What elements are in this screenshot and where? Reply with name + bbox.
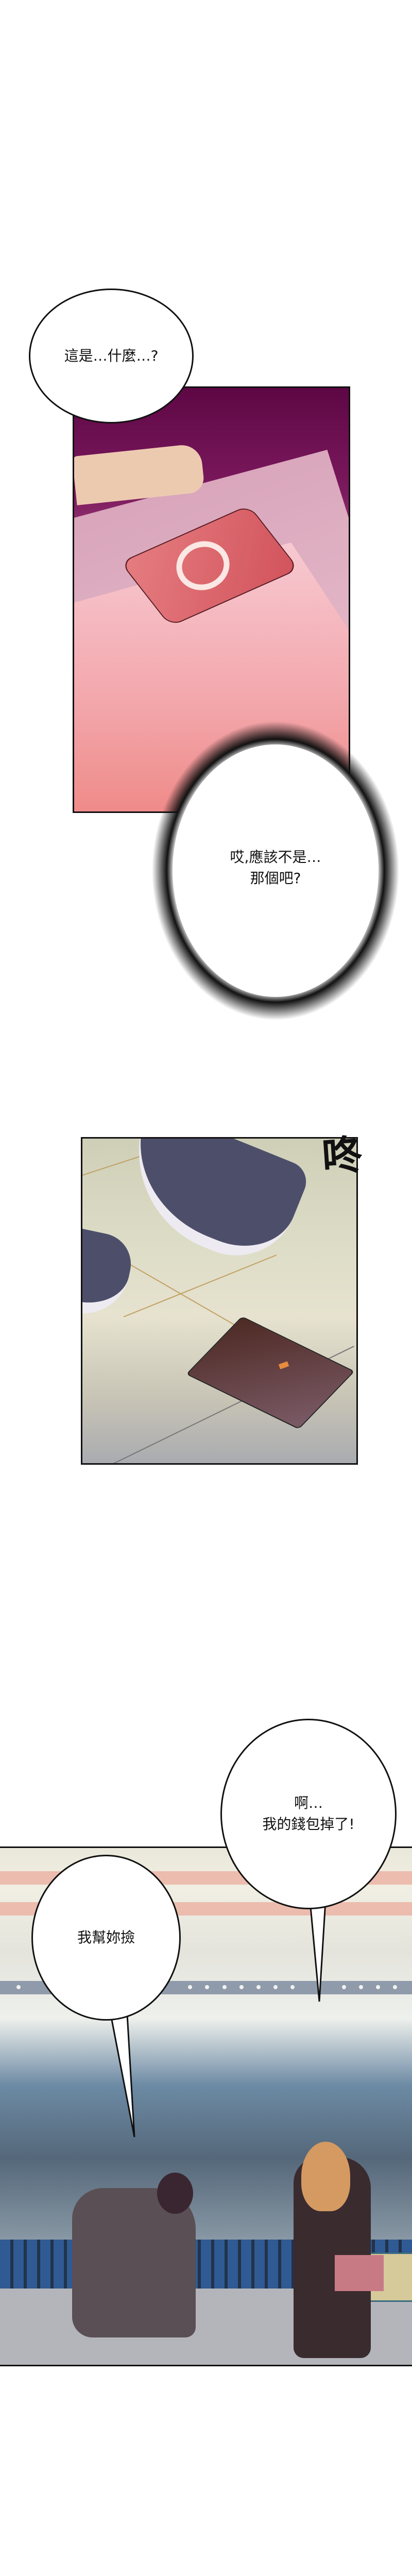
boy-head [157, 2173, 193, 2214]
bubble-text-line-1: 啊… [294, 1794, 323, 1812]
sneaker-left [82, 1224, 137, 1322]
rail-dot [16, 1985, 21, 1989]
rail-dot [188, 1985, 192, 1989]
rail-dot [256, 1985, 261, 1989]
rail-dot [342, 1985, 346, 1989]
speech-bubble-4: 我幫妳撿 [31, 1855, 181, 2021]
floor-tile-line [123, 1255, 277, 1317]
rail-dot [376, 1985, 380, 1989]
rail-dot [290, 1985, 295, 1989]
bubble-3-tail [309, 1901, 327, 2002]
rail-dot [359, 1985, 363, 1989]
spiky-bubble-2 [152, 721, 399, 1020]
bubble-text-line-2: 我的錢包掉了! [262, 1816, 355, 1833]
bubble-text: 這是…什麼…? [64, 347, 159, 364]
panel-2-wallet-drop [81, 1137, 358, 1465]
spiky-bubble-2-text: 哎,應該不是… 那個吧? [178, 801, 373, 935]
sfx-dong: 咚 [320, 1131, 364, 1181]
wallet [185, 1316, 355, 1430]
girl-hair [301, 2142, 350, 2211]
plaid-skirt [335, 2255, 384, 2291]
sneaker-right [108, 1139, 313, 1274]
bubble-text-line-2: 那個吧? [250, 870, 301, 887]
speech-bubble-3: 啊… 我的錢包掉了! [220, 1719, 397, 1909]
rail-dot [239, 1985, 244, 1989]
rail-dot [393, 1985, 397, 1989]
bubble-text: 我幫妳撿 [77, 1928, 135, 1946]
speech-bubble-1: 這是…什麼…? [29, 289, 194, 423]
bubble-text-line-1: 哎,應該不是… [230, 849, 321, 866]
rail-dot [205, 1985, 209, 1989]
bubble-4-tail [110, 2014, 135, 2138]
rail-dot [222, 1985, 227, 1989]
rail-dot [273, 1985, 278, 1989]
